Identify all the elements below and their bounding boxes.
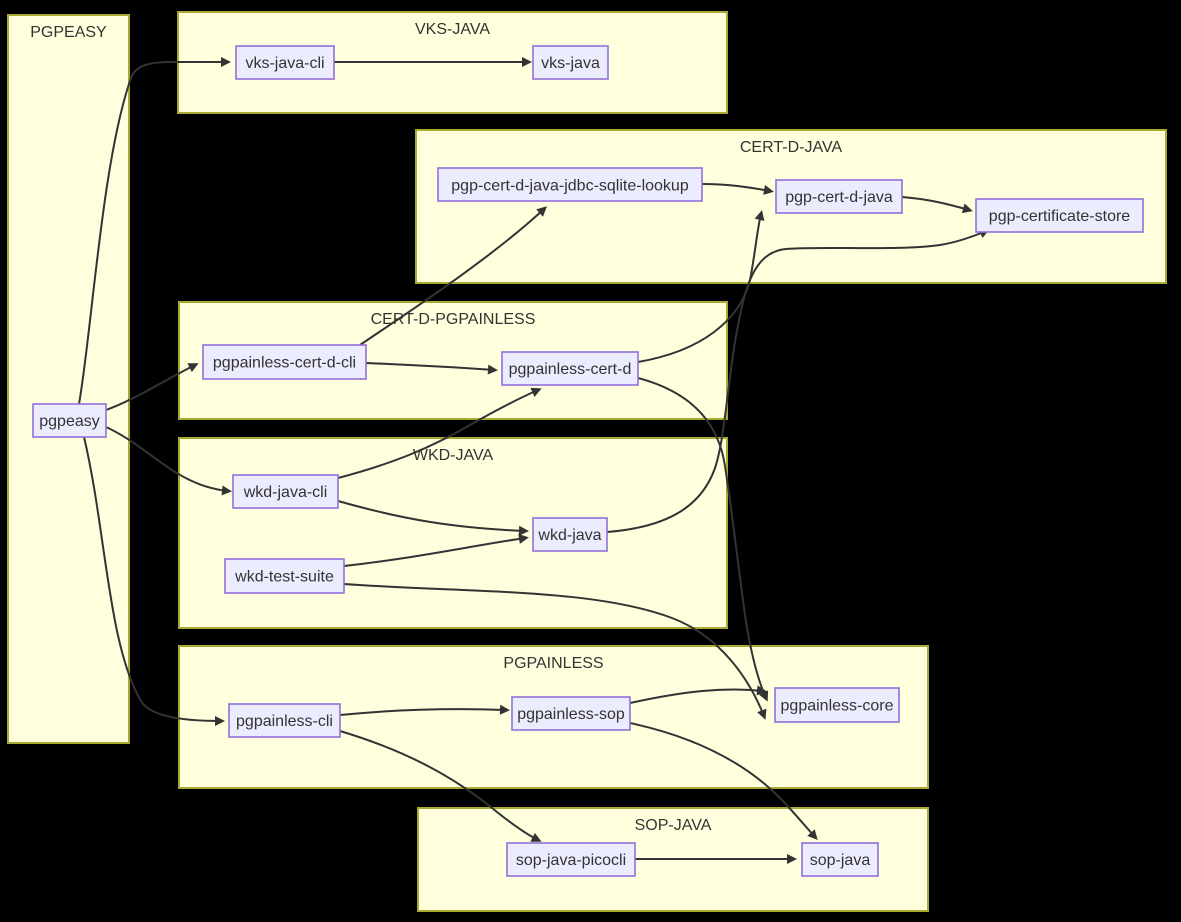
node-wkd-java-box — [532, 517, 608, 552]
node-wkd-java: wkd-java — [532, 517, 608, 552]
node-pgpeasy: pgpeasy — [32, 403, 107, 438]
node-pgpainless-core: pgpainless-core — [774, 687, 900, 723]
edge-wkd-java--pgp-certificate-store — [606, 228, 990, 533]
node-pgpainless-core-label: pgpainless-core — [781, 698, 894, 715]
node-wkd-test-suite: wkd-test-suite — [224, 558, 345, 594]
edge-pgpainless-cert-d-cli--pgp-cert-d-java-jdbc-sqlite-lookup — [359, 206, 547, 346]
node-wkd-java-cli-label: wkd-java-cli — [243, 484, 328, 501]
node-pgpainless-cert-d-box — [501, 351, 639, 386]
cluster-pgpeasy-box — [7, 14, 130, 744]
node-pgp-cert-d-java-jdbc-sqlite-lookup-label: pgp-cert-d-java-jdbc-sqlite-lookup — [451, 178, 689, 195]
node-sop-java: sop-java — [801, 842, 879, 877]
edge-pgpeasy--wkd-java-cli — [105, 426, 232, 496]
node-vks-java-cli-label: vks-java-cli — [245, 55, 324, 72]
node-pgpainless-core-box — [774, 687, 900, 723]
node-pgp-certificate-store-label: pgp-certificate-store — [989, 208, 1130, 225]
node-pgpainless-cli-box — [228, 703, 341, 738]
node-pgp-cert-d-java-label: pgp-cert-d-java — [785, 189, 893, 206]
node-pgp-certificate-store: pgp-certificate-store — [975, 198, 1144, 233]
node-sop-java-box — [801, 842, 879, 877]
node-vks-java: vks-java — [532, 45, 609, 80]
cluster-cert-d-pgpainless-title: CERT-D-PGPAINLESS — [371, 311, 536, 328]
node-vks-java-box — [532, 45, 609, 80]
node-pgp-cert-d-java: pgp-cert-d-java — [775, 179, 903, 214]
edge-wkd-java-cli--wkd-java — [337, 500, 529, 536]
cluster-pgpainless-title: PGPAINLESS — [503, 655, 603, 672]
node-pgpainless-cert-d-cli-label: pgpainless-cert-d-cli — [213, 355, 356, 372]
edge-pgpainless-cert-d--pgpainless-core — [637, 377, 769, 702]
node-pgpainless-cli-label: pgpainless-cli — [236, 713, 333, 730]
cluster-wkd-java-title: WKD-JAVA — [413, 447, 494, 464]
edge-pgp-cert-d-java-jdbc-sqlite-lookup--pgp-cert-d-java — [701, 183, 774, 195]
cluster-sop-java-title: SOP-JAVA — [635, 817, 712, 834]
edge-pgpainless-cli--pgpainless-sop — [339, 704, 510, 716]
node-sop-java-picocli-box — [506, 842, 636, 877]
node-wkd-test-suite-label: wkd-test-suite — [234, 569, 334, 586]
node-pgpainless-cert-d-cli: pgpainless-cert-d-cli — [202, 344, 367, 380]
edge-pgpeasy--pgpainless-cert-d-cli — [105, 363, 199, 411]
edge-pgpeasy--vks-java-cli — [78, 57, 231, 405]
node-pgp-certificate-store-box — [975, 198, 1144, 233]
node-pgpainless-cert-d-label: pgpainless-cert-d — [509, 361, 632, 378]
node-pgp-cert-d-java-box — [775, 179, 903, 214]
node-wkd-test-suite-box — [224, 558, 345, 594]
node-wkd-java-cli: wkd-java-cli — [232, 474, 339, 509]
node-pgpainless-sop-label: pgpainless-sop — [517, 706, 625, 723]
edge-pgpainless-sop--sop-java — [629, 722, 818, 840]
edge-wkd-java-cli--pgpainless-cert-d — [337, 387, 542, 479]
node-pgp-cert-d-java-jdbc-sqlite-lookup-box — [437, 167, 703, 202]
node-wkd-java-cli-box — [232, 474, 339, 509]
cluster-pgpeasy: PGPEASY — [7, 14, 130, 744]
cluster-wkd-java: WKD-JAVA — [178, 437, 728, 629]
node-sop-java-label: sop-java — [810, 852, 871, 869]
cluster-pgpeasy-title: PGPEASY — [30, 24, 107, 41]
node-pgpainless-cert-d-cli-box — [202, 344, 367, 380]
edge-pgpeasy--pgpainless-cli — [83, 436, 225, 726]
edge-pgp-cert-d-java--pgp-certificate-store — [901, 196, 973, 214]
cluster-cert-d-java-title: CERT-D-JAVA — [740, 139, 843, 156]
edge-pgpainless-cli--sop-java-picocli — [339, 730, 542, 842]
node-wkd-java-label: wkd-java — [537, 527, 601, 544]
node-pgpainless-sop-box — [511, 696, 631, 731]
node-vks-java-cli: vks-java-cli — [235, 45, 335, 80]
node-sop-java-picocli-label: sop-java-picocli — [516, 852, 626, 869]
node-vks-java-cli-box — [235, 45, 335, 80]
node-pgpainless-sop: pgpainless-sop — [511, 696, 631, 731]
node-pgp-cert-d-java-jdbc-sqlite-lookup: pgp-cert-d-java-jdbc-sqlite-lookup — [437, 167, 703, 202]
node-pgpeasy-label: pgpeasy — [39, 413, 100, 430]
edge-wkd-test-suite--pgpainless-core — [343, 583, 767, 720]
node-sop-java-picocli: sop-java-picocli — [506, 842, 636, 877]
cluster-wkd-java-box — [178, 437, 728, 629]
edge-pgpainless-cert-d-cli--pgpainless-cert-d — [365, 362, 498, 375]
edge-wkd-test-suite--wkd-java — [343, 533, 529, 567]
node-vks-java-label: vks-java — [541, 55, 600, 72]
node-pgpainless-cli: pgpainless-cli — [228, 703, 341, 738]
node-pgpainless-cert-d: pgpainless-cert-d — [501, 351, 639, 386]
cluster-vks-java-title: VKS-JAVA — [415, 21, 490, 38]
node-pgpeasy-box — [32, 403, 107, 438]
edge-pgpainless-sop--pgpainless-core — [629, 685, 767, 704]
